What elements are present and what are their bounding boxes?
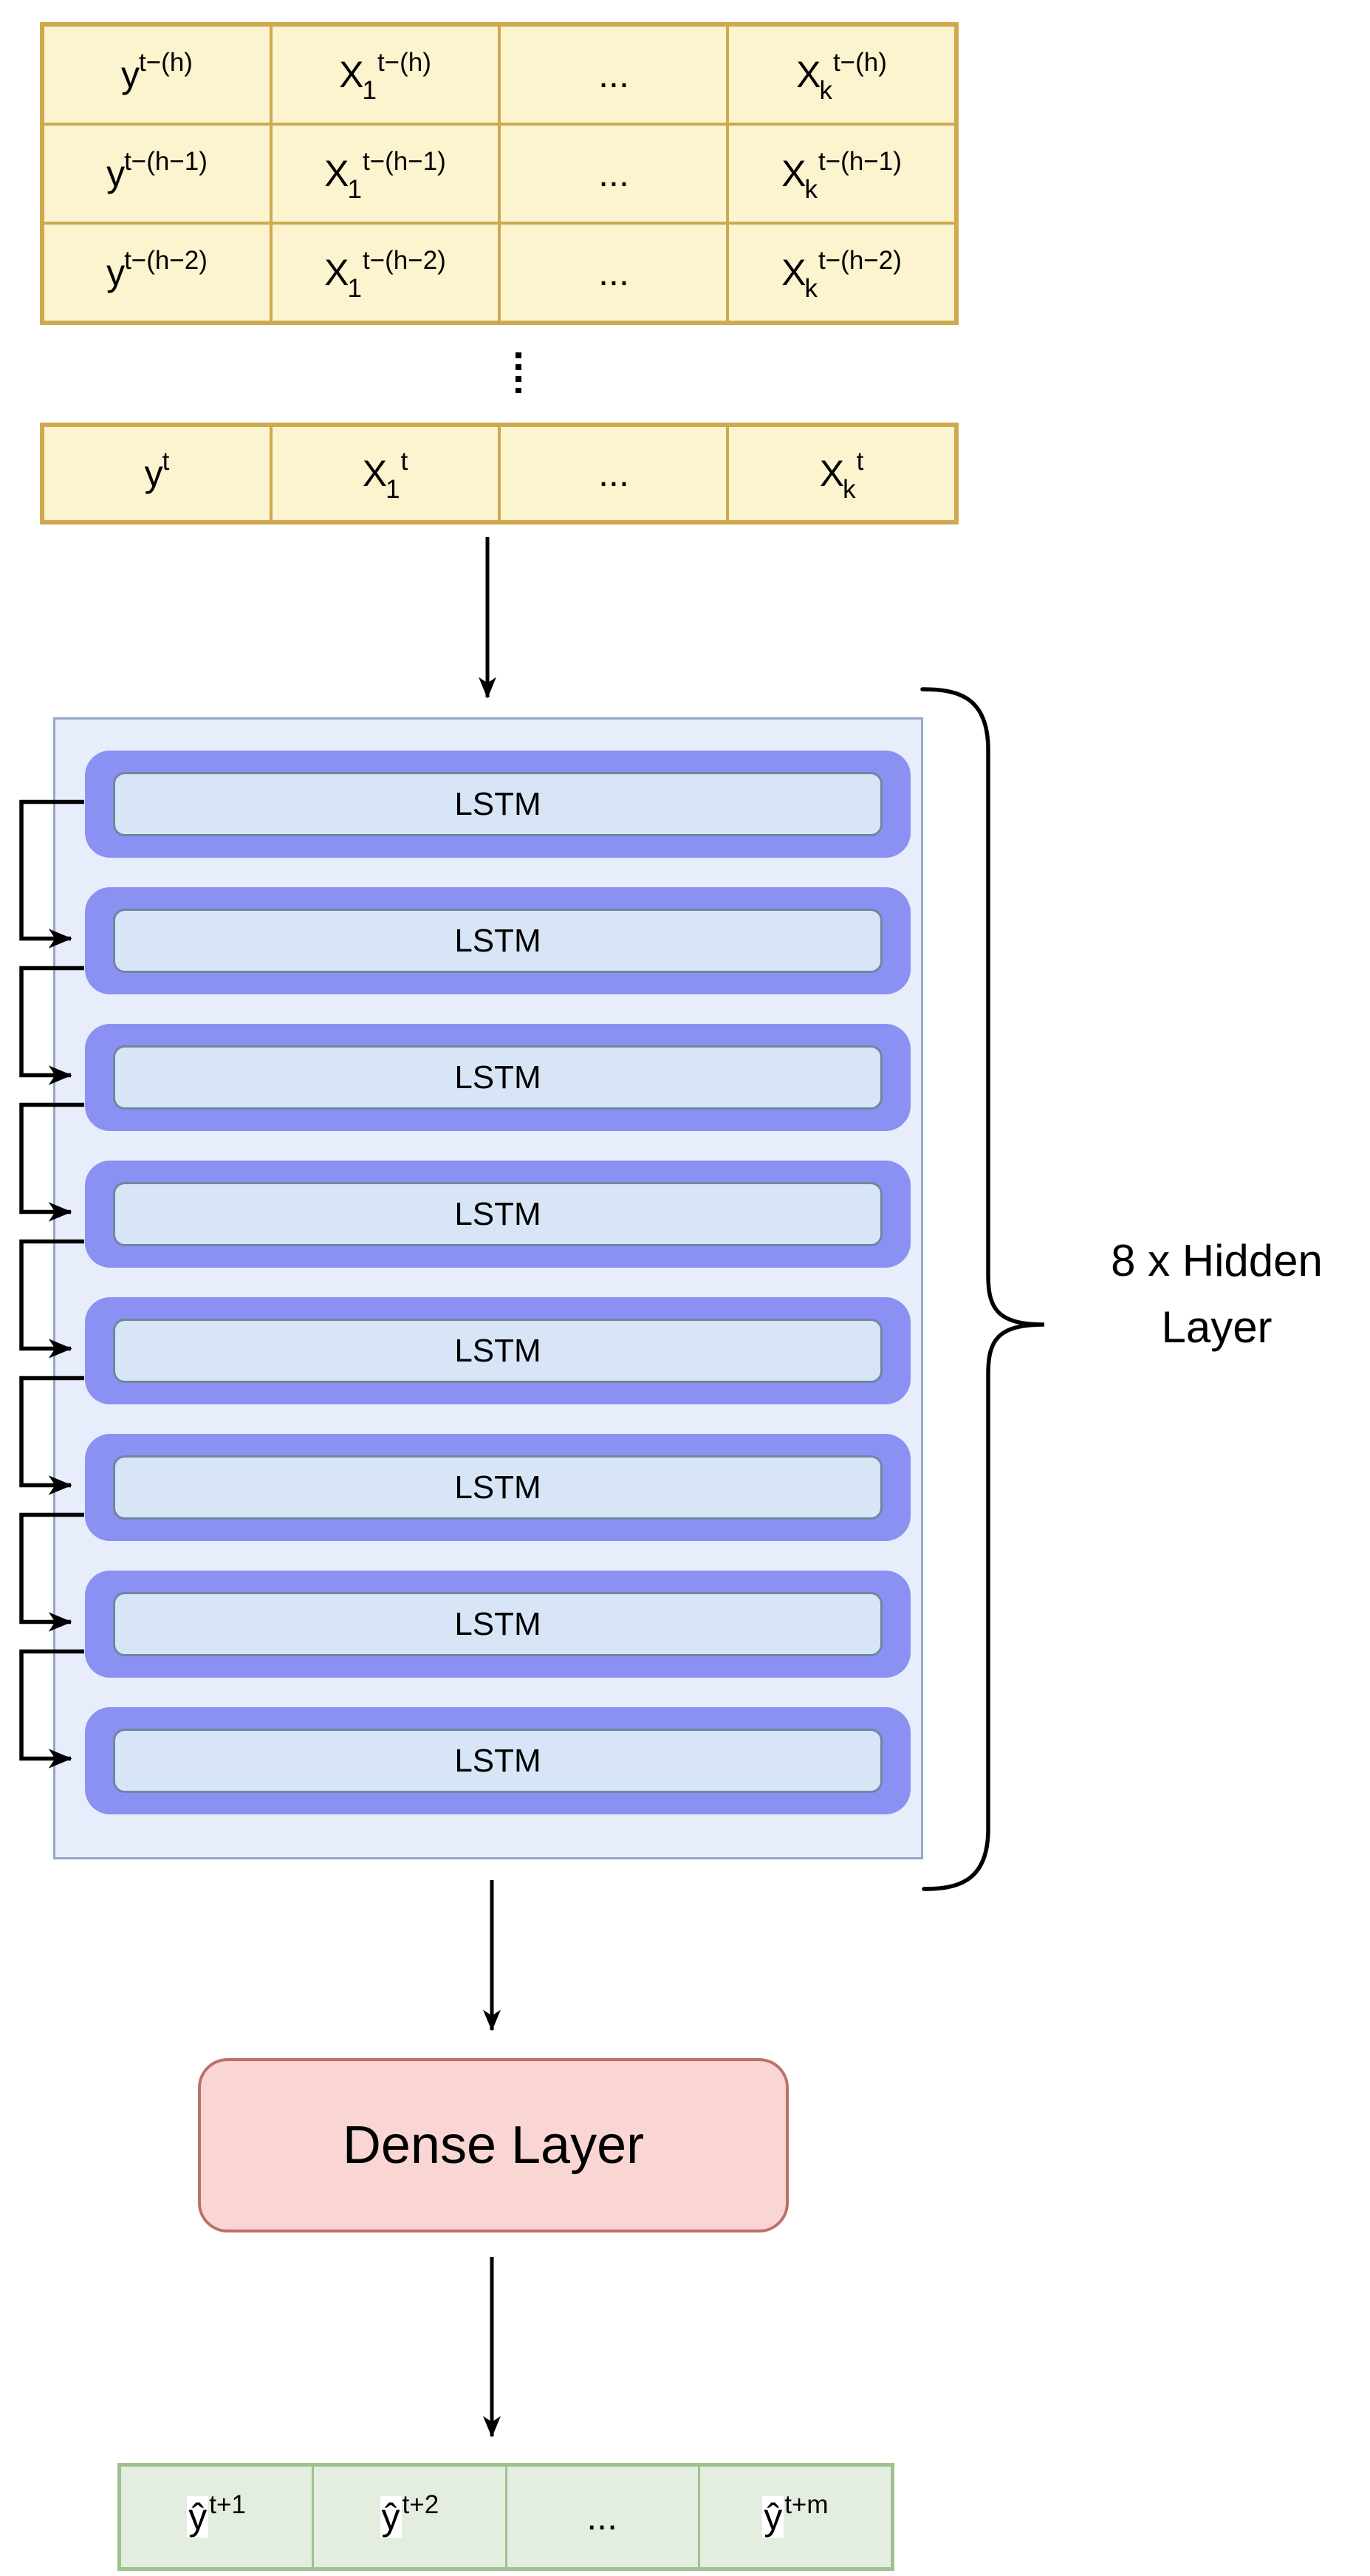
current-cell-c2: X1t (273, 427, 498, 520)
cell-base: X (819, 453, 845, 494)
input-cell-r1c1: yt−(h) (44, 27, 270, 123)
lstm-block-1: LSTM (85, 751, 911, 858)
hidden-layer-count-label: 8 x Hidden Layer (1064, 1228, 1370, 1361)
lstm-block-4: LSTM (85, 1161, 911, 1268)
lstm-label: LSTM (113, 1455, 883, 1520)
lstm-label: LSTM (113, 1592, 883, 1656)
cell-sup: t−(h−2) (124, 246, 208, 275)
cell-sub: k (819, 76, 832, 105)
lstm-block-6: LSTM (85, 1434, 911, 1541)
cell-sup: t+2 (402, 2490, 439, 2519)
cell-sup: t−(h−1) (124, 147, 208, 176)
lstm-label: LSTM (113, 1045, 883, 1110)
output-cell-c2: ŷt+2 (314, 2467, 505, 2567)
cell-sup: t (400, 447, 408, 476)
cell-sup: t (162, 447, 170, 476)
lstm-label: LSTM (113, 909, 883, 973)
output-cell-c4: ŷt+m (699, 2467, 891, 2567)
input-lag-table: yt−(h) X1t−(h) ... Xkt−(h) yt−(h−1) X1t−… (40, 22, 959, 325)
vertical-ellipsis (516, 352, 521, 393)
lstm-label: LSTM (113, 1729, 883, 1793)
cell-base: ... (598, 54, 629, 95)
lstm-block-2: LSTM (85, 887, 911, 994)
cell-sub: 1 (362, 76, 377, 105)
input-cell-r3c1: yt−(h−2) (44, 225, 270, 321)
dense-layer-label: Dense Layer (342, 2116, 645, 2175)
lstm-block-8: LSTM (85, 1707, 911, 1814)
lstm-label: LSTM (113, 1319, 883, 1383)
hidden-layer-count-line1: 8 x Hidden (1111, 1236, 1323, 1285)
cell-base: y (106, 153, 126, 194)
cell-sup: t−(h−1) (818, 147, 902, 176)
input-cell-r2c3: ... (501, 126, 726, 222)
cell-sup: t−(h−1) (362, 147, 446, 176)
input-cell-r3c2: X1t−(h−2) (273, 225, 498, 321)
cell-base: y (121, 54, 140, 95)
output-cell-c3: ... (507, 2467, 698, 2567)
cell-base: ... (586, 2496, 617, 2538)
cell-sub: 1 (386, 475, 400, 504)
input-cell-r1c2: X1t−(h) (273, 27, 498, 123)
cell-sub: 1 (347, 274, 362, 303)
dense-layer-node: Dense Layer (198, 2058, 789, 2232)
lstm-block-3: LSTM (85, 1024, 911, 1131)
input-cell-r2c2: X1t−(h−1) (273, 126, 498, 222)
current-cell-c1: yt (44, 427, 270, 520)
cell-sup: t+1 (209, 2490, 246, 2519)
lstm-label: LSTM (113, 772, 883, 836)
cell-base: X (781, 252, 806, 293)
current-cell-c4: Xkt (729, 427, 954, 520)
cell-sup: t+m (784, 2490, 829, 2519)
cell-base: y (144, 453, 163, 494)
cell-sub: k (843, 475, 856, 504)
input-cell-r1c4: Xkt−(h) (729, 27, 954, 123)
current-input-row: yt X1t ... Xkt (40, 423, 959, 525)
cell-base: y (106, 252, 126, 293)
lstm-block-7: LSTM (85, 1571, 911, 1678)
input-cell-r2c1: yt−(h−1) (44, 126, 270, 222)
cell-sup: t−(h−2) (818, 246, 902, 275)
cell-base: ... (598, 153, 629, 194)
cell-base: X (324, 153, 349, 194)
cell-sup: t−(h−2) (362, 246, 446, 275)
cell-base: X (324, 252, 349, 293)
cell-sub: k (804, 274, 818, 303)
cell-sub: k (804, 175, 818, 204)
lstm-label: LSTM (113, 1182, 883, 1246)
current-cell-c3: ... (501, 427, 726, 520)
cell-sup: t−(h) (832, 48, 887, 77)
lstm-block-5: LSTM (85, 1297, 911, 1404)
cell-base: ŷ (762, 2496, 784, 2538)
cell-sub: 1 (347, 175, 362, 204)
cell-sup: t−(h) (377, 48, 431, 77)
cell-sup: t−(h) (139, 48, 193, 77)
cell-base: ... (598, 252, 629, 293)
cell-base: X (781, 153, 806, 194)
cell-sup: t (856, 447, 864, 476)
output-cell-c1: ŷt+1 (121, 2467, 312, 2567)
input-cell-r2c4: Xkt−(h−1) (729, 126, 954, 222)
output-table: ŷt+1 ŷt+2 ... ŷt+m (117, 2463, 894, 2571)
hidden-layers-container: LSTM LSTM LSTM LSTM LSTM LSTM LSTM LSTM (53, 717, 923, 1859)
cell-base: ŷ (380, 2496, 402, 2538)
input-cell-r1c3: ... (501, 27, 726, 123)
input-cell-r3c3: ... (501, 225, 726, 321)
cell-base: X (796, 54, 821, 95)
input-cell-r3c4: Xkt−(h−2) (729, 225, 954, 321)
cell-base: X (362, 453, 388, 494)
hidden-layer-count-line2: Layer (1161, 1302, 1273, 1352)
cell-base: ... (598, 453, 629, 494)
hidden-layers-brace (920, 687, 1045, 1891)
cell-base: ŷ (187, 2496, 209, 2538)
cell-base: X (339, 54, 364, 95)
